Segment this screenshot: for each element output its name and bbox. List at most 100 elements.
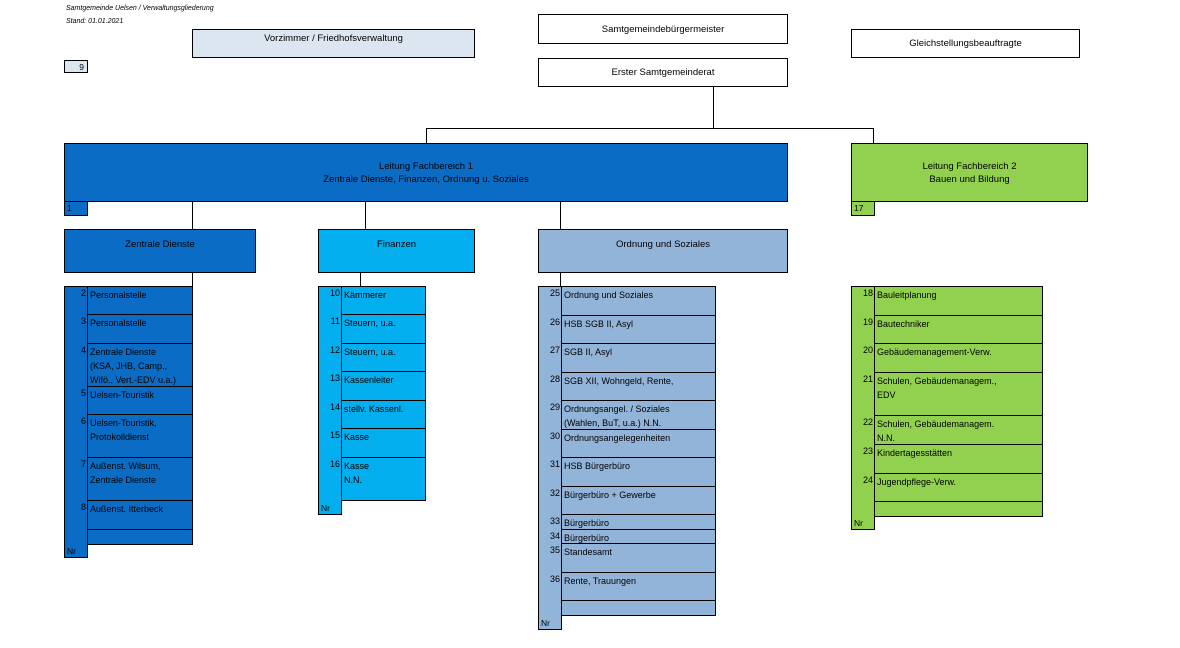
row-label: Jugendpflege-Verw. bbox=[877, 477, 957, 487]
connector bbox=[426, 128, 427, 144]
list-item: Steuern, u.a. bbox=[341, 314, 426, 344]
nr-label: Nr bbox=[541, 618, 550, 628]
row-label: Bauleitplanung bbox=[877, 290, 937, 300]
row-label: Außenst. Wilsum,Zentrale Dienste bbox=[90, 461, 161, 485]
list-item: Standesamt bbox=[561, 543, 716, 573]
row-number: 29 bbox=[549, 402, 560, 412]
row-number: 28 bbox=[549, 374, 560, 384]
nr-strip: Nr bbox=[64, 286, 88, 558]
list-item: SGB XII, Wohngeld, Rente, bbox=[561, 372, 716, 401]
list-item: Ordnungsangel. / Soziales(Wahlen, BuT, u… bbox=[561, 400, 716, 430]
row-label: Kindertagesstätten bbox=[877, 448, 953, 458]
row-number: 36 bbox=[549, 574, 560, 584]
row-label: Kämmerer bbox=[344, 290, 387, 300]
list-item: Bautechniker bbox=[874, 315, 1043, 344]
row-label: Bautechniker bbox=[877, 319, 930, 329]
row-label: Uelsen-Touristik bbox=[90, 390, 155, 400]
row-label: Personalstelle bbox=[90, 290, 147, 300]
row-number: 14 bbox=[329, 402, 340, 412]
row-number: 26 bbox=[549, 317, 560, 327]
row-label: Bürgerbüro bbox=[564, 518, 610, 528]
ordnung-soziales-title: Ordnung und Soziales bbox=[615, 239, 710, 250]
list-item: Jugendpflege-Verw. bbox=[874, 473, 1043, 502]
list-item: Schulen, Gebäudemanagem.,EDV bbox=[874, 372, 1043, 416]
row-label: Personalstelle bbox=[90, 318, 147, 328]
row-number: 6 bbox=[80, 416, 86, 426]
row-number: 5 bbox=[80, 388, 86, 398]
row-label: Steuern, u.a. bbox=[344, 347, 396, 357]
list-item: Ordnungsangelegenheiten bbox=[561, 429, 716, 458]
zentrale-dienste-header: Zentrale Dienste bbox=[64, 229, 256, 273]
row-number: 25 bbox=[549, 288, 560, 298]
list-item: Personalstelle bbox=[87, 286, 193, 315]
buergermeister-label: Samtgemeindebürgermeister bbox=[601, 23, 725, 35]
list-item: Gebäudemanagement-Verw. bbox=[874, 343, 1043, 373]
row-number: 34 bbox=[549, 531, 560, 541]
list-item: HSB SGB II, Asyl bbox=[561, 315, 716, 344]
list-item: stellv. Kassenl. bbox=[341, 400, 426, 429]
row-label: Bürgerbüro bbox=[564, 533, 610, 543]
connector bbox=[192, 272, 193, 287]
fachbereich-1-nr: 1 bbox=[64, 201, 88, 216]
list-item: Bürgerbüro bbox=[561, 529, 716, 544]
ordnung-soziales-header: Ordnung und Soziales bbox=[538, 229, 788, 273]
fachbereich-2-title: Leitung Fachbereich 2 bbox=[922, 160, 1017, 172]
row-number: 15 bbox=[329, 430, 340, 440]
empty-row bbox=[874, 501, 1043, 517]
list-item: Rente, Trauungen bbox=[561, 572, 716, 601]
document-date: Stand: 01.01.2021 bbox=[66, 18, 124, 25]
row-number: 20 bbox=[862, 345, 873, 355]
row-label: Außenst. Itterbeck bbox=[90, 504, 164, 514]
row-label: Schulen, Gebäudemanagem.N.N. bbox=[877, 419, 995, 443]
row-number: 2 bbox=[80, 288, 86, 298]
list-item: Außenst. Wilsum,Zentrale Dienste bbox=[87, 457, 193, 501]
row-label: Ordnungsangel. / Soziales(Wahlen, BuT, u… bbox=[564, 404, 670, 428]
list-item: SGB II, Asyl bbox=[561, 343, 716, 373]
fachbereich-1-subtitle: Zentrale Dienste, Finanzen, Ordnung u. S… bbox=[323, 173, 529, 185]
row-label: Schulen, Gebäudemanagem.,EDV bbox=[877, 376, 997, 400]
vorzimmer-box: Vorzimmer / Friedhofsverwaltung bbox=[192, 29, 475, 58]
row-label: Rente, Trauungen bbox=[564, 576, 637, 586]
row-number: 19 bbox=[862, 317, 873, 327]
row-number: 23 bbox=[862, 446, 873, 456]
finanzen-title: Finanzen bbox=[376, 239, 417, 250]
row-number: 16 bbox=[329, 459, 340, 469]
vorzimmer-nr: 9 bbox=[64, 60, 88, 73]
list-item: Bürgerbüro + Gewerbe bbox=[561, 486, 716, 515]
finanzen-header: Finanzen bbox=[318, 229, 475, 273]
nr-label: Nr bbox=[854, 518, 863, 528]
row-number: 21 bbox=[862, 374, 873, 384]
list-item: HSB Bürgerbüro bbox=[561, 457, 716, 487]
erster-rat-label: Erster Samtgemeinderat bbox=[611, 67, 715, 78]
list-item: Kämmerer bbox=[341, 286, 426, 315]
row-label: Ordnung und Soziales bbox=[564, 290, 654, 300]
row-number: 4 bbox=[80, 345, 86, 355]
fachbereich-2-nr: 17 bbox=[851, 201, 875, 216]
row-label: HSB SGB II, Asyl bbox=[564, 319, 634, 329]
row-label: SGB II, Asyl bbox=[564, 347, 613, 357]
list-item: Kassenleiter bbox=[341, 371, 426, 401]
row-label: stellv. Kassenl. bbox=[344, 404, 404, 414]
row-number: 13 bbox=[329, 373, 340, 383]
gleichstellung-box: Gleichstellungsbeauftragte bbox=[851, 29, 1080, 58]
row-label: SGB XII, Wohngeld, Rente, bbox=[564, 376, 674, 386]
row-number: 31 bbox=[549, 459, 560, 469]
empty-row bbox=[561, 600, 716, 616]
buergermeister-box: Samtgemeindebürgermeister bbox=[538, 14, 788, 44]
fachbereich-1-title: Leitung Fachbereich 1 bbox=[378, 160, 473, 172]
list-item: Steuern, u.a. bbox=[341, 343, 426, 372]
empty-row bbox=[87, 529, 193, 545]
row-number: 24 bbox=[862, 475, 873, 485]
list-item: Personalstelle bbox=[87, 314, 193, 344]
list-item: Kindertagesstätten bbox=[874, 444, 1043, 474]
gleichstellung-label: Gleichstellungsbeauftragte bbox=[909, 38, 1022, 49]
nr-label: Nr bbox=[321, 503, 330, 513]
fachbereich-2-subtitle: Bauen und Bildung bbox=[929, 173, 1010, 185]
list-item: Kasse bbox=[341, 428, 426, 458]
vorzimmer-label: Vorzimmer / Friedhofsverwaltung bbox=[264, 33, 403, 44]
row-label: Steuern, u.a. bbox=[344, 318, 396, 328]
fachbereich-1-box: Leitung Fachbereich 1 Zentrale Dienste, … bbox=[64, 143, 788, 202]
list-item: Schulen, Gebäudemanagem.N.N. bbox=[874, 415, 1043, 445]
